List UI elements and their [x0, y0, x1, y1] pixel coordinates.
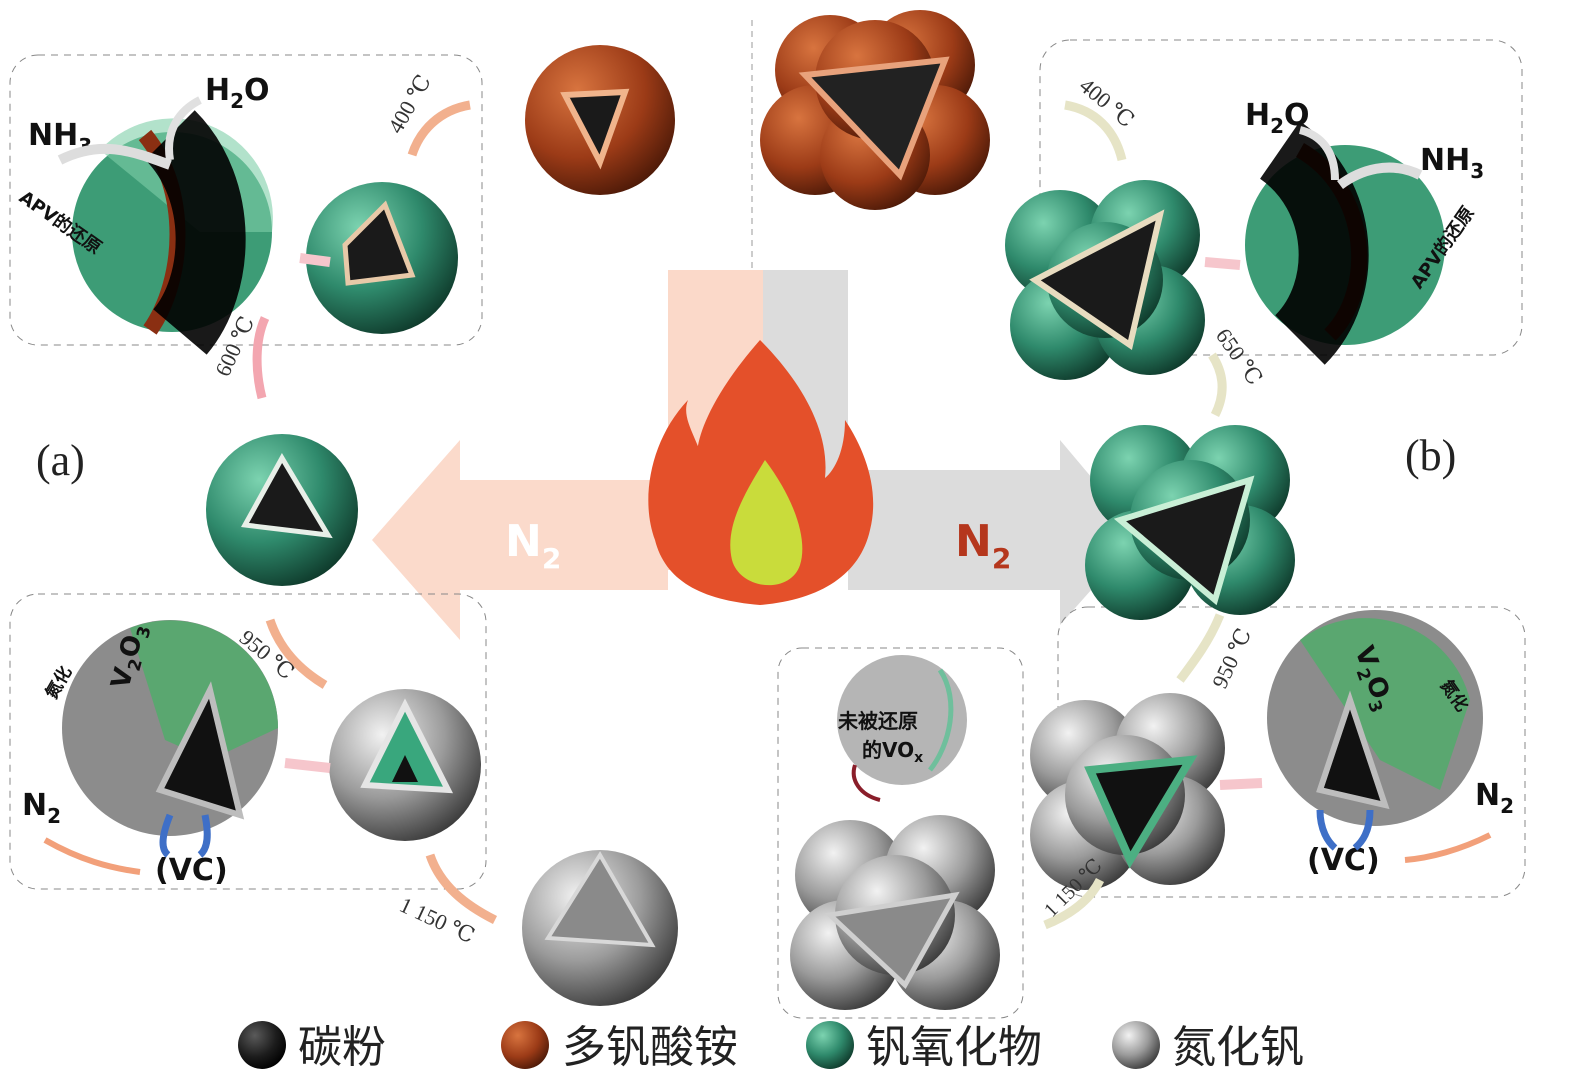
unreduced-label-line2: 的VOx: [862, 738, 923, 766]
right-arrow: [848, 440, 1140, 625]
unreduced-vox-particle: 未被还原 的VOx: [837, 655, 967, 802]
arrow-b-400: [1064, 100, 1127, 162]
legend-label-apv: 多钒酸铵: [562, 1022, 738, 1073]
cluster-b-1150: [790, 815, 1000, 1010]
h2o-label-a: H2O: [205, 73, 270, 113]
legend-swatch-apv-icon: [501, 1021, 549, 1069]
legend-swatch-vn-icon: [1112, 1021, 1160, 1069]
zoom-a-nitridation: V2O3 氮化 N2 (VC): [22, 620, 278, 888]
arrow-a-1150: [425, 853, 498, 925]
arrow-b-1150: [1043, 877, 1105, 930]
v2o3-label-a: V2O3: [106, 620, 156, 692]
link-b-reduced: [1204, 257, 1241, 270]
h2o-arrow-a: [165, 96, 202, 161]
n2-label-b: N2: [1475, 778, 1514, 818]
n2-right-label: N2: [955, 516, 1011, 575]
unreduced-label-line1: 未被还原: [838, 709, 918, 733]
left-arrow: [372, 440, 668, 640]
n2-arrow-b: [1404, 832, 1492, 863]
cluster-b-950: [1030, 693, 1225, 890]
link-a-reduced: [299, 253, 331, 267]
vc-arrow-b2: [1352, 809, 1374, 851]
link-a-950: [284, 758, 331, 773]
cluster-b-apv: [760, 10, 990, 210]
zoom-a-reduction: NH3 H2O APV的还原: [15, 73, 273, 355]
arrow-a-950: [265, 618, 328, 689]
zoom-b-reduction: H2O NH3 APV的还原: [1245, 98, 1484, 365]
h2o-label-b: H2O: [1245, 98, 1310, 138]
nh3-label-b: NH3: [1420, 143, 1484, 183]
legend-item-vox: 钒氧化物: [806, 1021, 1042, 1073]
box-a-reduction: [9, 54, 483, 346]
link-b-950: [1219, 778, 1263, 790]
sphere-a-reduced: [306, 182, 458, 334]
sphere-a-1150: [522, 850, 678, 1006]
vc-label-b: (VC): [1307, 843, 1380, 878]
panel-b-label: (b): [1405, 431, 1456, 480]
vc-label-a: (VC): [155, 853, 228, 888]
n2-arrow-a: [43, 837, 141, 875]
legend-item-vn: 氮化钒: [1112, 1021, 1304, 1073]
sphere-a-apv: [525, 45, 675, 195]
vc-arrow-a1: [159, 813, 174, 858]
vc-arrow-a2: [197, 814, 211, 858]
legend-item-carbon: 碳粉: [238, 1021, 386, 1073]
vc-arrow-b1: [1316, 809, 1338, 851]
flame-icon: [648, 340, 874, 605]
panel-a-label: (a): [36, 436, 85, 485]
legend-label-vox: 钒氧化物: [866, 1022, 1042, 1073]
cluster-b-reduced: [1005, 180, 1205, 380]
legend: 碳粉 多钒酸铵 钒氧化物 氮化钒: [238, 1021, 1304, 1073]
h2o-arrow-b: [1298, 126, 1339, 181]
legend-swatch-carbon-icon: [238, 1021, 286, 1069]
legend-item-apv: 多钒酸铵: [501, 1021, 738, 1073]
legend-label-vn: 氮化钒: [1172, 1022, 1304, 1073]
nh3-arrow-b: [1337, 162, 1423, 190]
cluster-b-650: [1085, 425, 1295, 620]
n2-label-a: N2: [22, 788, 61, 828]
n2-left-label: N2: [505, 516, 561, 575]
arrow-a-400: [407, 100, 471, 157]
nh3-arrow-a: [57, 143, 172, 170]
zoom-b-nitridation: V2O3 氮化 N2 (VC): [1267, 610, 1514, 878]
legend-label-carbon: 碳粉: [298, 1022, 386, 1073]
arrow-b-650: [1208, 352, 1227, 418]
sphere-a-600: [206, 434, 358, 586]
sphere-a-950: [329, 689, 481, 841]
arrow-b-950: [1176, 613, 1225, 683]
box-unreduced: [777, 647, 1024, 1019]
box-a-nitridation: [9, 593, 487, 890]
arrow-a-600: [252, 316, 270, 400]
legend-swatch-vox-icon: [806, 1021, 854, 1069]
